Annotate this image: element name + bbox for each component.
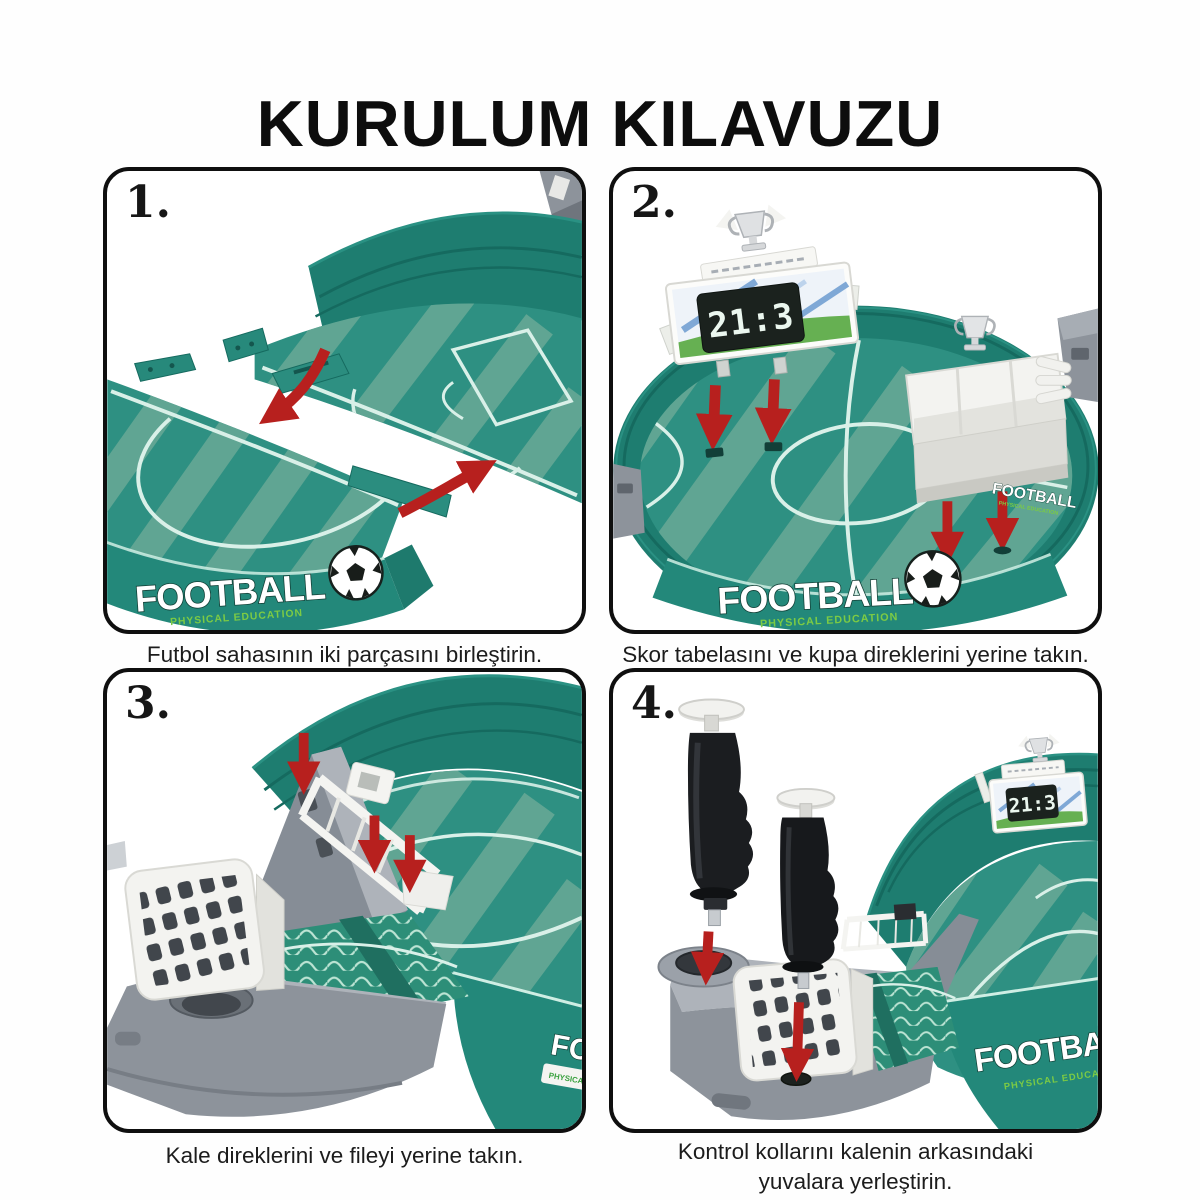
step-4-panel: 4.: [609, 668, 1102, 1133]
trophy-icon: [954, 315, 996, 351]
socket-hole: [780, 1071, 812, 1087]
soccer-ball-icon: [904, 550, 962, 608]
step-3-caption: Kale direklerini ve fileyi yerine takın.: [165, 1143, 524, 1168]
joystick-handle: [678, 698, 754, 927]
step-1-panel: 1.: [103, 167, 586, 634]
trophy-icon: [715, 204, 786, 252]
goal-tray-part: [905, 352, 1069, 504]
clamp-part: [613, 463, 645, 539]
red-arrow-icon: [690, 931, 725, 986]
football-logo: FOOTBALL PHYSICAL EDUCATION: [541, 1028, 582, 1095]
step-2-caption: Skor tabelasını ve kupa direklerini yeri…: [622, 642, 1089, 667]
socket-hole: [705, 447, 724, 458]
goal-frame-part: [840, 903, 929, 952]
soccer-ball-icon: [328, 544, 384, 601]
step-1-number: 1.: [125, 177, 171, 228]
score-display: [1005, 784, 1059, 822]
red-arrow-icon: [259, 347, 497, 518]
step-4-illustration: 21:3 FOOTBALL PHYSICAL EDUCATION: [657, 698, 1098, 1129]
goal-net-area: [853, 966, 960, 1072]
page-title: KURULUM KILAVUZU: [256, 86, 944, 160]
step-2-number: 2.: [631, 177, 677, 228]
red-arrow-icon: [695, 379, 792, 451]
step-2-panel: 2.: [609, 167, 1102, 634]
trophy-icon: [1018, 733, 1060, 763]
step-4-number: 4.: [631, 678, 677, 729]
joystick-handle: [776, 787, 839, 989]
step-1-caption: Futbol sahasının iki parçasını birleştir…: [146, 642, 543, 667]
front-wall: FOOTBALL PHYSICAL EDUCATION: [939, 977, 1098, 1129]
step-3-number: 3.: [125, 678, 171, 729]
scoreboard-peg: [715, 359, 731, 378]
socket-hole: [764, 442, 783, 452]
step-3-illustration: FOOTBALL PHYSICAL EDUCATION: [107, 674, 582, 1129]
red-arrow-icon: [780, 1002, 815, 1082]
scoreboard: 21:3: [974, 733, 1088, 834]
step-3-panel: 3.: [103, 668, 586, 1133]
front-wall: [652, 554, 1068, 630]
socket-hole: [993, 546, 1012, 555]
clamp-part: [1035, 308, 1098, 405]
red-arrow-icon: [930, 491, 1020, 566]
latch-part: [107, 841, 127, 871]
step-4-caption: Kontrol kollarını kalenin arkasındaki yu…: [677, 1139, 1034, 1194]
scoreboard: 21:3: [659, 204, 860, 378]
score-value: 21:3: [1008, 791, 1057, 818]
football-logo: FOOTBALL PHYSICAL EDUCATION: [716, 550, 962, 630]
step-1-illustration: FOOTBALL PHYSICAL EDUCATION: [107, 171, 582, 630]
step-2-illustration: FOOTBALL PHYSICAL EDUCATION FOOTBALL PHY…: [613, 204, 1098, 630]
front-wall: FOOTBALL PHYSICAL EDUCATION: [452, 971, 582, 1129]
score-display: [696, 282, 805, 353]
goal-net-cage: [124, 858, 285, 1001]
scoreboard-peg: [772, 356, 788, 375]
red-arrow-icon: [287, 732, 427, 894]
